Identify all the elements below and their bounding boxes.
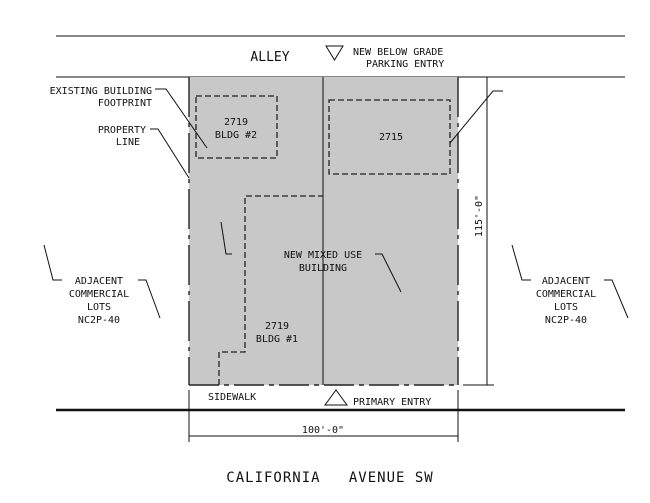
adjacent-left-2: COMMERCIAL <box>69 289 129 300</box>
bldg-2715-footprint <box>328 99 451 175</box>
adjacent-right-1: ADJACENT <box>542 276 590 287</box>
adjacent-left-1: ADJACENT <box>75 276 123 287</box>
new-building-leader-left <box>220 221 232 255</box>
new-building-label-2: BUILDING <box>299 263 347 274</box>
footprint-label-2: FOOTPRINT <box>98 98 152 109</box>
adjacent-right-leader-b <box>604 279 629 319</box>
bldg-2715-number: 2715 <box>379 132 403 143</box>
bldg1-name: BLDG #1 <box>256 334 298 345</box>
bldg2-number: 2719 <box>224 117 248 128</box>
adjacent-left-3: LOTS <box>87 302 111 313</box>
street-name-label: CALIFORNIA AVENUE SW <box>226 470 433 486</box>
primary-entry-triangle-icon <box>324 389 348 406</box>
primary-entry-label: PRIMARY ENTRY <box>353 397 431 408</box>
footprint-label-1: EXISTING BUILDING <box>50 86 152 97</box>
bldg-2715-leader <box>449 90 503 144</box>
width-dimension-label: 100'-0" <box>302 425 344 436</box>
bldg1-footprint <box>218 195 323 385</box>
adjacent-left-leader-a <box>43 244 62 281</box>
sidewalk-label: SIDEWALK <box>208 392 256 403</box>
adjacent-right-2: COMMERCIAL <box>536 289 596 300</box>
new-building-leader-right <box>375 253 402 293</box>
bldg1-number: 2719 <box>265 321 289 332</box>
bldg2-name: BLDG #2 <box>215 130 257 141</box>
property-line-leader <box>150 128 190 179</box>
footprint-leader <box>155 88 208 149</box>
property-line-label-1: PROPERTY <box>98 125 146 136</box>
adjacent-left-leader-b <box>138 279 161 319</box>
depth-dimension-label: 115'-0" <box>474 195 485 237</box>
new-building-label-1: NEW MIXED USE <box>284 250 362 261</box>
parking-entry-label-2: PARKING ENTRY <box>366 59 444 70</box>
property-line-label-2: LINE <box>116 137 140 148</box>
adjacent-right-3: LOTS <box>554 302 578 313</box>
adjacent-right-leader-a <box>511 244 531 281</box>
parking-entry-triangle-icon <box>325 45 344 61</box>
adjacent-left-4: NC2P-40 <box>78 315 120 326</box>
alley-label: ALLEY <box>250 50 289 65</box>
adjacent-right-4: NC2P-40 <box>545 315 587 326</box>
parking-entry-label-1: NEW BELOW GRADE <box>353 47 443 58</box>
bldg2-footprint <box>195 95 278 159</box>
